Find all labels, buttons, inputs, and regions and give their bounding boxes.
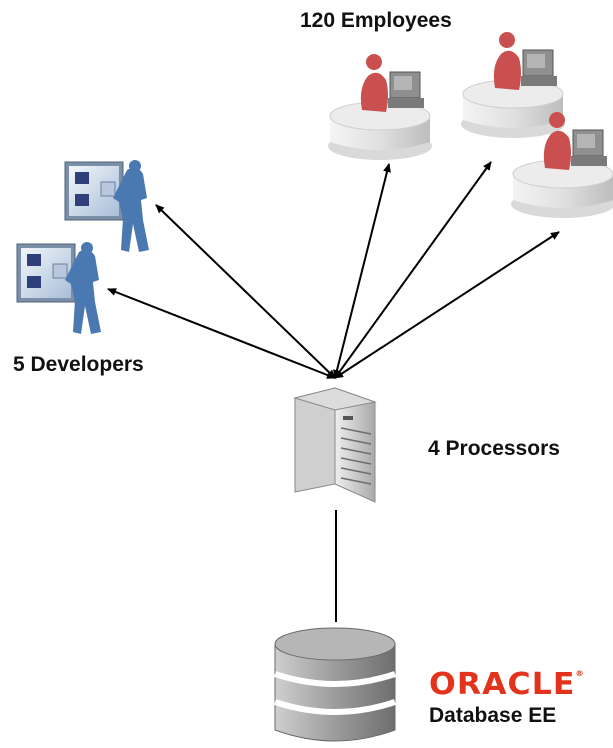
arrow-employee-3: [334, 231, 560, 379]
developers-label: 5 Developers: [13, 353, 144, 376]
server-icon: [293, 387, 377, 503]
developer-workstation-icon: [16, 242, 101, 334]
arrow-employee-2: [334, 161, 492, 379]
connection-arrows: [107, 161, 560, 379]
database-icon: [274, 627, 396, 742]
employees-label: 120 Employees: [300, 9, 452, 32]
arrow-employee-1: [333, 163, 391, 379]
employee-workstation-icon: [511, 112, 613, 218]
oracle-logo: ORACLE®: [429, 670, 584, 700]
developer-workstation-icon: [64, 160, 149, 252]
database-label: Database EE: [429, 704, 557, 727]
processors-label: 4 Processors: [428, 437, 560, 460]
arrow-developer-1: [155, 204, 336, 379]
employee-workstation-icon: [461, 32, 565, 138]
arrow-developer-2: [107, 288, 336, 379]
oracle-registered-mark: ®: [575, 669, 584, 678]
oracle-logo-text: ORACLE: [429, 667, 576, 702]
employee-workstation-icon: [328, 54, 432, 160]
